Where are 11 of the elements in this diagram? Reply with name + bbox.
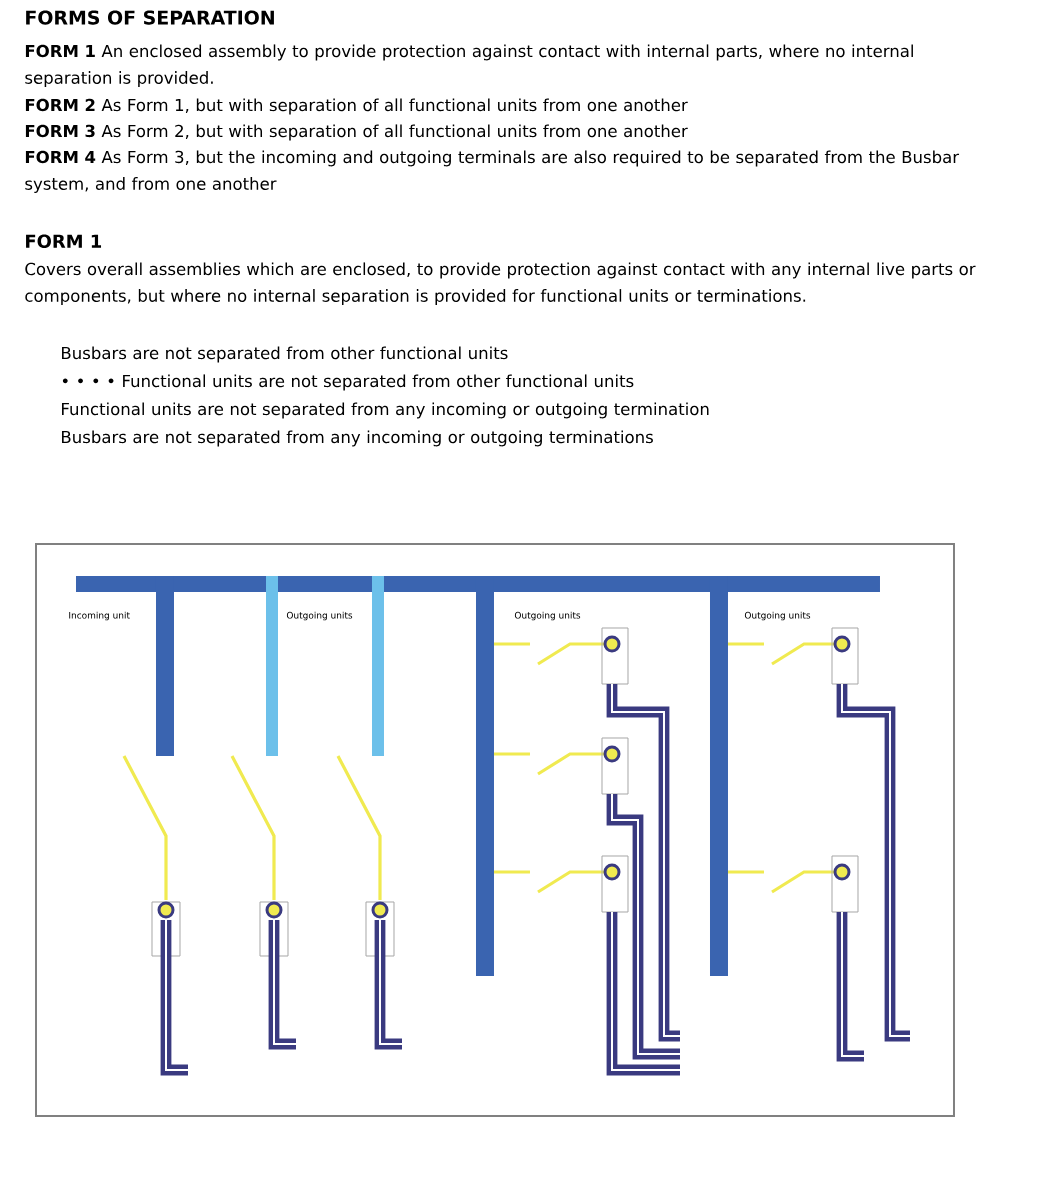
paragraph: Covers overall assemblies which are enclosed, to provide protection against contact with any internal live parts or components, but where no internal separation is provided for functional units or terminations. [25,262,976,306]
form-definition: FORM 4 As Form 3, but the incoming and outgoing terminals are also required to be separated from the Busbar system, and from one another [25,150,960,194]
note-text: Busbars are not separated from other functional units [62,346,508,363]
heading: FORMS OF SEPARATION [26,10,274,25]
form-definition: FORM 3 As Form 2, but with separation of all functional units from one another [25,124,688,141]
note-text: • • • • Functional units are not separated from other functional units [62,374,634,391]
heading: FORM 1 [26,234,102,248]
form-definition: FORM 1 An enclosed assembly to provide protection against contact with internal parts, where no internal separation is provided. [25,44,913,88]
note-text: Busbars are not separated from any incoming or outgoing terminations [62,430,653,447]
note-text: Functional units are not separated from any incoming or outgoing termination [62,402,709,419]
form-definition: FORM 2 As Form 1, but with separation of all functional units from one another [25,98,688,115]
